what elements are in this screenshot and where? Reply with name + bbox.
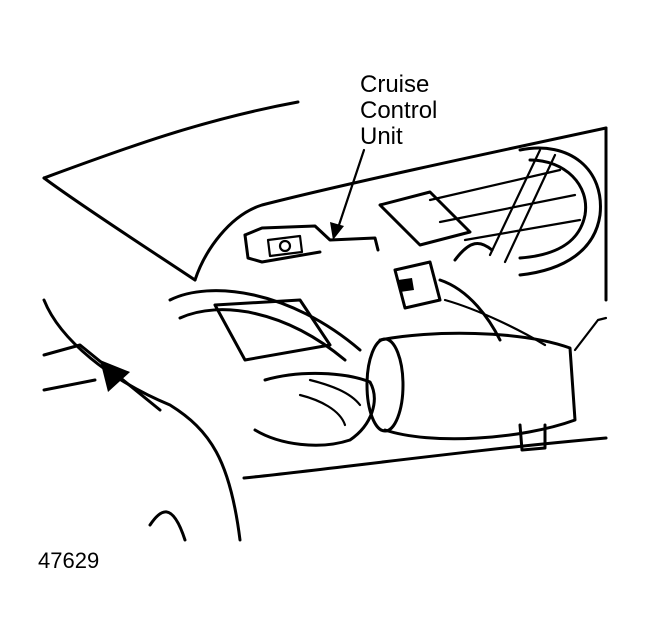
actuator-body bbox=[378, 331, 577, 441]
cruise-control-unit-callout: Cruise Control Unit bbox=[360, 72, 437, 150]
steering-wheel-arc bbox=[168, 289, 362, 352]
column-connector-top bbox=[378, 190, 472, 247]
actuator-end-cap bbox=[365, 337, 405, 433]
steering-wheel-arc-inner bbox=[178, 308, 347, 362]
hand-finger-1 bbox=[298, 393, 347, 427]
callout-line-1: Cruise bbox=[360, 71, 430, 98]
column-rod-2 bbox=[438, 193, 577, 224]
dash-bottom-edge bbox=[242, 436, 608, 480]
dash-left-ledge-shadow bbox=[100, 360, 130, 392]
dash-upper-edge bbox=[193, 126, 608, 282]
callout-arrowhead bbox=[330, 222, 344, 240]
dash-left-curve bbox=[42, 176, 197, 282]
wire-harness-2 bbox=[453, 241, 494, 262]
mount-bolt bbox=[278, 239, 292, 253]
hand-finger-2 bbox=[308, 378, 362, 407]
lower-panel-curve bbox=[148, 510, 187, 542]
column-inner-arc bbox=[518, 158, 588, 260]
column-rod-1 bbox=[428, 168, 562, 202]
actuator-bracket bbox=[573, 316, 608, 352]
figure-number: 47629 bbox=[38, 548, 100, 573]
wire-harness-1 bbox=[438, 278, 502, 342]
dash-top-outline bbox=[42, 100, 300, 180]
dash-left-ledge bbox=[42, 343, 162, 412]
unit-housing-side bbox=[243, 233, 322, 264]
column-shroud bbox=[213, 298, 332, 362]
hand-outline bbox=[253, 371, 376, 447]
dash-left-ledge-lower bbox=[42, 378, 97, 392]
unit-housing-top bbox=[243, 224, 380, 252]
column-diagonal-2 bbox=[503, 153, 557, 264]
callout-line-2: Control bbox=[360, 97, 438, 124]
column-outer-arc bbox=[518, 146, 602, 277]
wire-connector-detail bbox=[398, 278, 414, 292]
actuator-mount bbox=[518, 423, 547, 452]
dash-lower-face bbox=[42, 298, 242, 542]
wire-connector bbox=[393, 260, 442, 310]
unit-bracket bbox=[266, 234, 304, 258]
callout-line-3: Unit bbox=[360, 123, 403, 150]
callout-leader-line bbox=[336, 148, 366, 230]
column-diagonal-1 bbox=[488, 148, 542, 257]
column-rod-3 bbox=[463, 218, 582, 242]
